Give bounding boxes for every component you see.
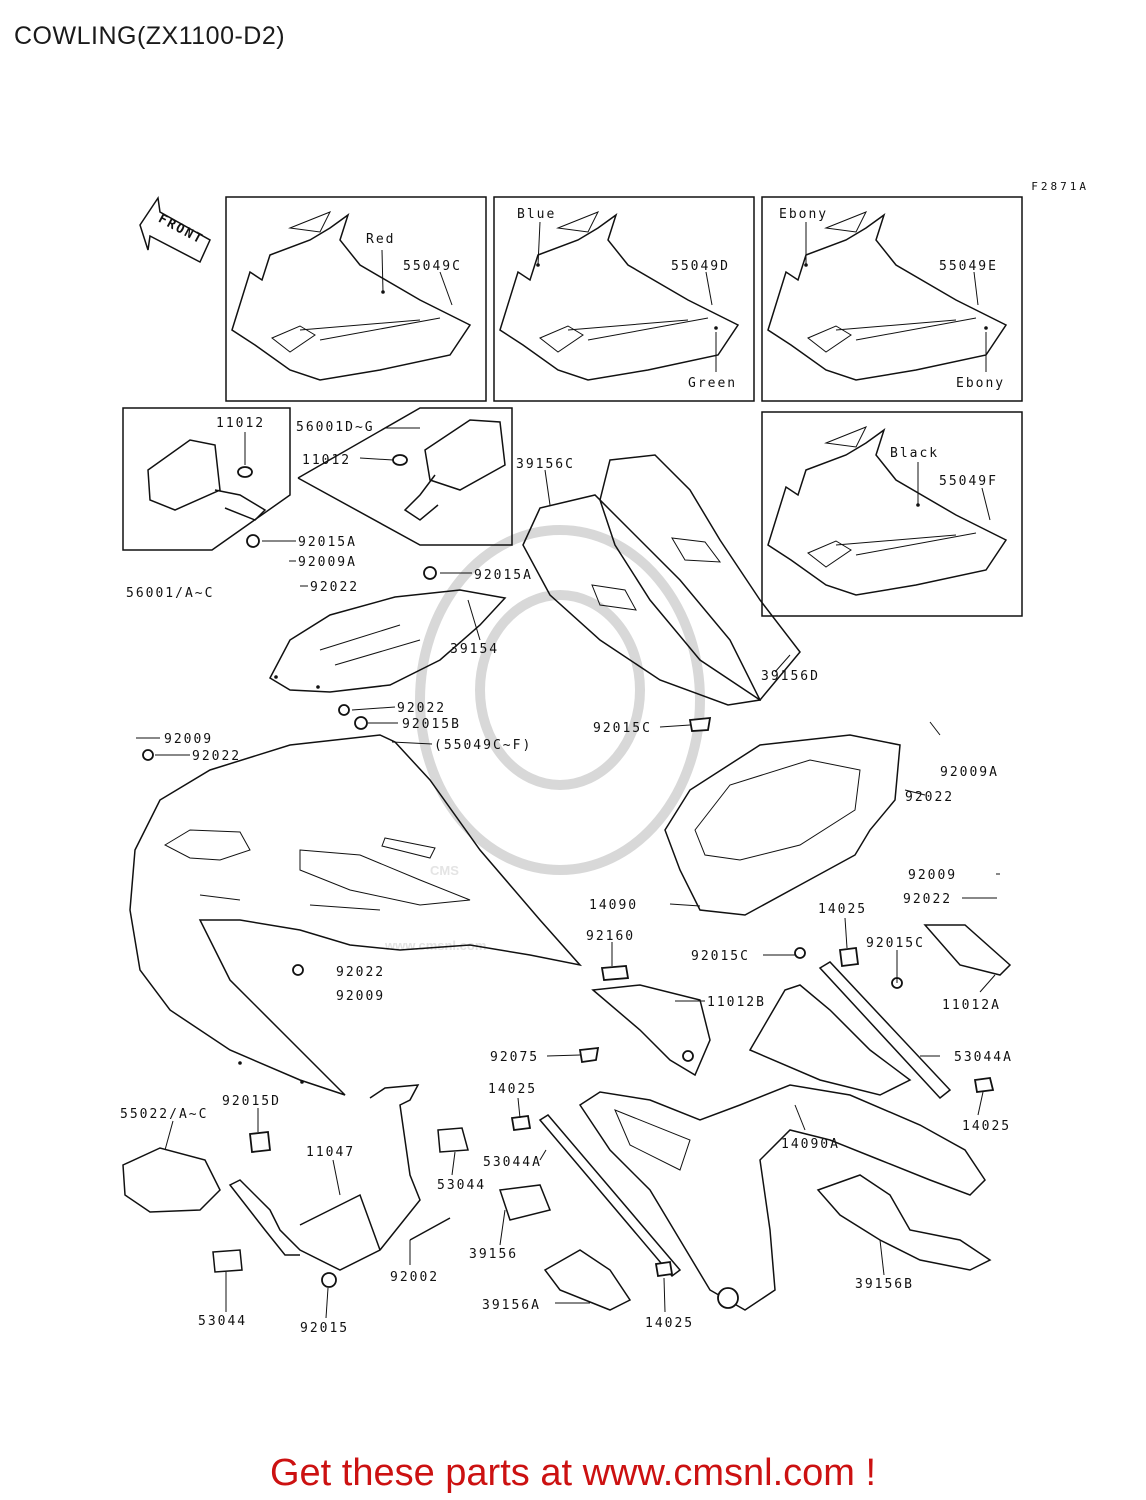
- inner-panel-39156c: [522, 494, 762, 706]
- label-39154: 39154: [450, 642, 499, 657]
- label-39156a: 39156A: [482, 1298, 541, 1313]
- label-56001d-g: 56001D~G: [296, 420, 375, 435]
- label-92015c-b: 92015C: [691, 949, 750, 964]
- windshield-39154: [269, 589, 507, 730]
- label-92009-a: 92009: [164, 732, 213, 747]
- label-55022-a-c: 55022/A~C: [120, 1107, 208, 1122]
- label-92015: 92015: [300, 1321, 349, 1336]
- label-14025-b: 14025: [488, 1082, 537, 1097]
- label-92022-c: 92022: [192, 749, 241, 764]
- side-fairing-14090a: [578, 1084, 986, 1311]
- label-53044a-left: 53044A: [483, 1155, 542, 1170]
- label-92015c-a: 92015C: [593, 721, 652, 736]
- label-39156c: 39156C: [516, 457, 575, 472]
- label-55049d: 55049D: [671, 259, 730, 274]
- page-title: COWLING(ZX1100-D2): [14, 22, 286, 50]
- label-green: Green: [688, 376, 737, 391]
- label-56001-a-c: 56001/A~C: [126, 586, 214, 601]
- label-92160: 92160: [586, 929, 635, 944]
- upper-cowling: [129, 734, 583, 1096]
- label-92009-b: 92009: [336, 989, 385, 1004]
- box-ebony: [761, 196, 1023, 402]
- label-39156d: 39156D: [761, 669, 820, 684]
- label-blue: Blue: [517, 207, 556, 222]
- label-53044a-right: 53044A: [954, 1050, 1013, 1065]
- label-11012-right: 11012: [302, 453, 351, 468]
- part-labels: Red 55049C Blue 55049D Green Ebony 55049…: [120, 207, 1013, 1336]
- label-55049c: 55049C: [403, 259, 462, 274]
- label-ebony-top: Ebony: [779, 207, 828, 222]
- label-red: Red: [366, 232, 395, 247]
- label-ebony-bottom: Ebony: [956, 376, 1005, 391]
- label-92009-c: 92009: [908, 868, 957, 883]
- label-55049c-f: (55049C~F): [434, 738, 532, 753]
- label-11012b: 11012B: [707, 995, 766, 1010]
- label-11012-left: 11012: [216, 416, 265, 431]
- inner-cover-right: [748, 924, 1012, 1100]
- label-11047: 11047: [306, 1145, 355, 1160]
- label-14090a: 14090A: [781, 1137, 840, 1152]
- label-39156: 39156: [469, 1247, 518, 1262]
- label-92015a-right: 92015A: [474, 568, 533, 583]
- inner-cover-11012b: [591, 965, 711, 1077]
- front-arrow-icon: FRONT: [139, 195, 211, 264]
- inner-panel-39156d: [599, 454, 801, 701]
- label-92015b: 92015B: [402, 717, 461, 732]
- label-black: Black: [890, 446, 939, 461]
- label-92015a-left: 92015A: [298, 535, 357, 550]
- label-92075: 92075: [490, 1050, 539, 1065]
- figure-code: F2871A: [1031, 180, 1089, 193]
- label-53044-b: 53044: [437, 1178, 486, 1193]
- mirror-left: [122, 407, 291, 551]
- label-92022-f: 92022: [903, 892, 952, 907]
- label-92009a-left: 92009A: [298, 555, 357, 570]
- label-92015c-c: 92015C: [866, 936, 925, 951]
- label-14090: 14090: [589, 898, 638, 913]
- box-black: [761, 411, 1023, 617]
- box-blue-green: [493, 196, 755, 402]
- bracket-11047: [122, 1046, 992, 1311]
- meter-panel-14090: [664, 716, 901, 916]
- label-92022-d: 92022: [905, 790, 954, 805]
- label-14025-c: 14025: [962, 1119, 1011, 1134]
- mirror-right: [297, 407, 513, 580]
- label-92022-b: 92022: [397, 701, 446, 716]
- watermark-text: CMS: [430, 863, 459, 878]
- label-55049e: 55049E: [939, 259, 998, 274]
- label-92022-a: 92022: [310, 580, 359, 595]
- label-39156b: 39156B: [855, 1277, 914, 1292]
- label-55049f: 55049F: [939, 474, 998, 489]
- label-92015d: 92015D: [222, 1094, 281, 1109]
- label-53044-c: 53044: [198, 1314, 247, 1329]
- box-red: [225, 196, 487, 402]
- label-92002: 92002: [390, 1270, 439, 1285]
- label-92022-e: 92022: [336, 965, 385, 980]
- label-92009a-right: 92009A: [940, 765, 999, 780]
- label-11012a: 11012A: [942, 998, 1001, 1013]
- leader-lines: [136, 221, 1000, 1319]
- footer-link[interactable]: Get these parts at www.cmsnl.com !: [269, 1452, 877, 1494]
- label-14025-d: 14025: [645, 1316, 694, 1331]
- label-14025-a: 14025: [818, 902, 867, 917]
